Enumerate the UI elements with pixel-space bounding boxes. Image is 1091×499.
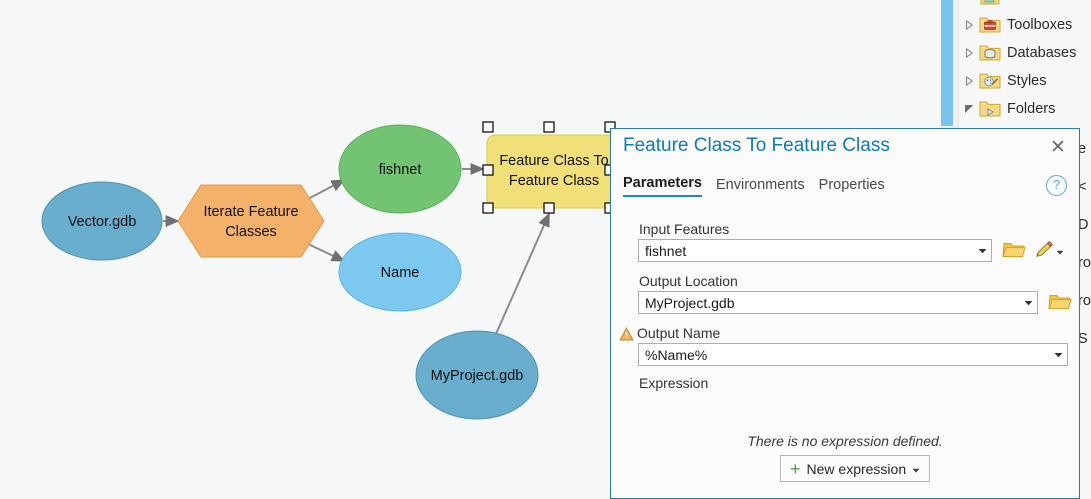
output-name-value: %Name% — [645, 346, 708, 363]
model-node-myproject-gdb[interactable]: MyProject.gdb — [415, 330, 539, 420]
chevron-right-icon[interactable] — [960, 39, 978, 66]
folder-icon — [978, 0, 1002, 11]
no-expression-message: There is no expression defined. — [747, 433, 943, 449]
output-location-value: MyProject.gdb — [645, 294, 735, 311]
selection-handle-sw[interactable] — [482, 202, 494, 214]
tree-item-styles[interactable]: Styles — [960, 67, 1091, 94]
output-name-input[interactable]: %Name% — [638, 343, 1068, 366]
chevron-right-icon[interactable] — [960, 67, 978, 94]
geoprocessing-tool-dialog[interactable]: Feature Class To Feature Class ✕ Paramet… — [610, 128, 1080, 499]
clipped-tree-row: S — [1078, 331, 1088, 347]
input-features-edit-button[interactable] — [1034, 239, 1064, 261]
warning-triangle-icon — [619, 327, 634, 341]
clipped-tree-row: D — [1078, 217, 1089, 233]
tree-item-folders[interactable]: Folders — [960, 95, 1091, 122]
chevron-down-icon[interactable] — [1049, 352, 1067, 358]
output-location-input[interactable]: MyProject.gdb — [638, 291, 1038, 314]
input-features-value: fishnet — [645, 242, 687, 259]
new-expression-label: New expression — [806, 460, 907, 477]
clipped-tree-row: ro — [1078, 293, 1091, 309]
model-diagram[interactable]: Vector.gdb Iterate Feature Classes fishn… — [0, 0, 940, 499]
expression-label: Expression — [639, 375, 709, 391]
model-node-iterate-feature-classes[interactable]: Iterate Feature Classes — [177, 184, 325, 258]
catalog-scrollbar[interactable] — [940, 0, 959, 132]
model-node-label: Name — [381, 265, 420, 281]
chevron-down-icon[interactable] — [1056, 243, 1064, 258]
model-node-feature-class-to-feature-class[interactable]: Feature Class To Feature Class — [482, 121, 623, 214]
connector-iterate-to-fishnet — [305, 179, 346, 201]
database-folder-icon — [978, 39, 1002, 66]
tree-item-label: Styles — [1007, 72, 1047, 89]
selection-handle-w[interactable] — [482, 164, 494, 176]
dialog-parameters-body: Input Features fishnet Output Locat — [611, 211, 1079, 498]
selection-handle-nw[interactable] — [482, 121, 494, 133]
help-icon[interactable]: ? — [1046, 175, 1067, 196]
chevron-right-icon[interactable] — [960, 11, 978, 38]
catalog-tree-clipped-column[interactable]: e < D ro ro S — [1078, 128, 1091, 499]
plus-icon: + — [790, 458, 801, 479]
model-node-fishnet[interactable]: fishnet — [338, 124, 462, 214]
clipped-tree-row: < — [1078, 179, 1087, 195]
tree-item-label: Toolboxes — [1007, 16, 1073, 33]
model-node-label-line2: Feature Class — [509, 173, 599, 189]
dialog-tabs[interactable]: Parameters Environments Properties — [623, 175, 885, 197]
model-node-label-line1: Iterate Feature — [203, 204, 298, 220]
model-node-label: fishnet — [379, 162, 422, 178]
chevron-down-icon[interactable] — [912, 461, 920, 476]
output-name-label: Output Name — [637, 325, 721, 341]
tab-parameters[interactable]: Parameters — [623, 175, 702, 197]
chevron-right-icon[interactable] — [960, 0, 978, 11]
tab-properties[interactable]: Properties — [818, 177, 885, 193]
output-location-label: Output Location — [639, 273, 738, 289]
model-node-label: Vector.gdb — [68, 214, 137, 230]
clipped-tree-row: e — [1078, 141, 1087, 157]
folders-folder-icon — [978, 95, 1002, 122]
new-expression-button[interactable]: + New expression — [780, 455, 931, 482]
tree-item-label: Folders — [1007, 100, 1056, 117]
output-location-browse-button[interactable] — [1048, 291, 1072, 313]
catalog-tree-panel[interactable]: Toolboxes Databases — [940, 0, 1091, 132]
model-node-name[interactable]: Name — [338, 232, 462, 312]
tree-item-toolboxes[interactable]: Toolboxes — [960, 11, 1091, 38]
tab-environments[interactable]: Environments — [716, 177, 805, 193]
input-features-input[interactable]: fishnet — [638, 239, 992, 262]
connector-myproject-to-tool — [491, 212, 550, 344]
chevron-down-icon[interactable] — [1019, 300, 1037, 306]
chevron-down-icon[interactable] — [960, 95, 978, 122]
tree-item-clipped[interactable] — [960, 0, 1091, 11]
chevron-down-icon[interactable] — [973, 248, 991, 254]
tree-item-label: Databases — [1007, 44, 1077, 61]
dialog-title: Feature Class To Feature Class — [623, 135, 890, 156]
catalog-scrollbar-thumb[interactable] — [941, 0, 953, 126]
toolbox-folder-icon — [978, 11, 1002, 38]
dialog-titlebar: Feature Class To Feature Class ✕ — [611, 129, 1079, 169]
input-features-label: Input Features — [639, 221, 730, 237]
input-features-browse-button[interactable] — [1002, 239, 1026, 261]
connector-iterate-to-name — [305, 242, 346, 262]
model-node-label-line1: Feature Class To — [499, 153, 608, 169]
model-node-label: MyProject.gdb — [431, 368, 524, 384]
close-icon[interactable]: ✕ — [1050, 137, 1066, 158]
model-node-label-line2: Classes — [225, 224, 277, 240]
model-node-vector-gdb[interactable]: Vector.gdb — [41, 181, 163, 261]
clipped-tree-row: ro — [1078, 255, 1091, 271]
styles-folder-icon — [978, 67, 1002, 94]
selection-handle-s[interactable] — [543, 202, 555, 214]
tree-item-databases[interactable]: Databases — [960, 39, 1091, 66]
selection-handle-n[interactable] — [543, 121, 555, 133]
